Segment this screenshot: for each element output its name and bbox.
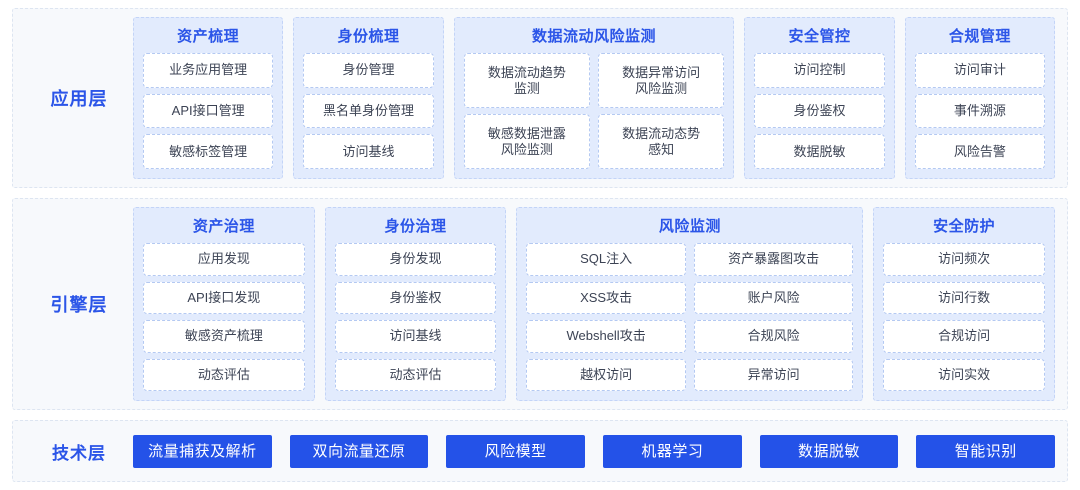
tech-button-intelligent-recognition[interactable]: 智能识别 [916, 434, 1056, 468]
group-identity-governance: 身份治理 身份发现 身份鉴权 访问基线 动态评估 [324, 207, 507, 401]
technology-buttons: 流量捕获及解析 双向流量还原 风险模型 机器学习 数据脱敏 智能识别 [133, 434, 1056, 468]
item-cell[interactable]: 敏感标签管理 [143, 134, 274, 170]
group-identity-sorting: 身份梳理 身份管理 黑名单身份管理 访问基线 [293, 17, 444, 179]
item-cell[interactable]: 访问行数 [883, 281, 1046, 314]
group-items-asset-sorting: 业务应用管理 API接口管理 敏感标签管理 [143, 53, 274, 170]
item-cell[interactable]: 风险告警 [914, 134, 1045, 170]
item-cell[interactable]: 数据流动趋势 监测 [463, 53, 590, 108]
group-title-asset-governance: 资产治理 [192, 218, 255, 235]
item-cell[interactable]: 身份管理 [303, 53, 434, 88]
item-cell[interactable]: 资产暴露图攻击 [693, 243, 854, 276]
item-cell[interactable]: 身份发现 [334, 243, 497, 276]
item-cell[interactable]: 访问控制 [754, 53, 885, 88]
item-column: 数据异常访问 风险监测 数据流动态势 感知 [598, 53, 725, 169]
group-title-risk-monitoring: 风险监测 [658, 218, 721, 235]
group-title-data-flow-risk-monitoring: 数据流动风险监测 [531, 28, 656, 45]
item-cell[interactable]: 账户风险 [693, 281, 854, 314]
group-risk-monitoring: 风险监测 SQL注入 XSS攻击 Webshell攻击 越权访问 资产暴露图攻击… [516, 207, 864, 401]
tech-button-traffic-capture-parse[interactable]: 流量捕获及解析 [133, 434, 272, 468]
item-cell[interactable]: 业务应用管理 [143, 53, 274, 88]
group-title-identity-governance: 身份治理 [384, 218, 447, 235]
item-cell[interactable]: 访问审计 [914, 53, 1045, 88]
group-title-security-control: 安全管控 [788, 28, 851, 45]
item-cell[interactable]: 黑名单身份管理 [303, 93, 434, 129]
engine-layer-groups: 资产治理 应用发现 API接口发现 敏感资产梳理 动态评估 身份治理 身份发现 … [133, 207, 1056, 401]
group-title-compliance-management: 合规管理 [948, 28, 1011, 45]
item-cell[interactable]: API接口发现 [143, 281, 305, 314]
tech-button-data-masking[interactable]: 数据脱敏 [759, 434, 899, 468]
tech-button-machine-learning[interactable]: 机器学习 [603, 434, 742, 468]
group-title-identity-sorting: 身份梳理 [337, 28, 400, 45]
group-items-data-flow-risk-monitoring: 数据流动趋势 监测 敏感数据泄露 风险监测 数据异常访问 风险监测 数据流动态势… [463, 53, 725, 169]
group-security-control: 安全管控 访问控制 身份鉴权 数据脱敏 [744, 17, 895, 179]
item-cell[interactable]: Webshell攻击 [526, 320, 686, 353]
application-layer-groups: 资产梳理 业务应用管理 API接口管理 敏感标签管理 身份梳理 身份管理 黑名单… [133, 17, 1055, 179]
group-items-risk-monitoring: SQL注入 XSS攻击 Webshell攻击 越权访问 资产暴露图攻击 账户风险… [526, 243, 854, 391]
item-cell[interactable]: 动态评估 [143, 358, 305, 391]
item-cell[interactable]: 数据异常访问 风险监测 [598, 53, 725, 108]
item-cell[interactable]: 敏感数据泄露 风险监测 [463, 114, 590, 169]
item-cell[interactable]: 越权访问 [526, 358, 686, 391]
item-cell[interactable]: 访问基线 [303, 134, 434, 170]
item-cell[interactable]: 访问频次 [883, 243, 1046, 276]
group-items-security-protection: 访问频次 访问行数 合规访问 访问实效 [883, 243, 1046, 391]
item-cell[interactable]: SQL注入 [526, 243, 686, 276]
item-cell[interactable]: 合规访问 [883, 320, 1046, 353]
group-asset-governance: 资产治理 应用发现 API接口发现 敏感资产梳理 动态评估 [133, 207, 315, 401]
layer-technology: 技术层 流量捕获及解析 双向流量还原 风险模型 机器学习 数据脱敏 智能识别 [12, 420, 1068, 482]
item-cell[interactable]: 动态评估 [334, 358, 497, 391]
layer-label-application: 应用层 [50, 89, 108, 109]
item-column: SQL注入 XSS攻击 Webshell攻击 越权访问 [526, 243, 686, 391]
item-column: 数据流动趋势 监测 敏感数据泄露 风险监测 [463, 53, 590, 169]
layer-label-engine: 引擎层 [50, 295, 108, 315]
group-items-compliance-management: 访问审计 事件溯源 风险告警 [914, 53, 1045, 170]
item-cell[interactable]: 访问基线 [334, 320, 497, 353]
item-cell[interactable]: 数据脱敏 [754, 134, 885, 170]
group-items-asset-governance: 应用发现 API接口发现 敏感资产梳理 动态评估 [143, 243, 305, 391]
item-cell[interactable]: 事件溯源 [914, 93, 1045, 129]
group-items-security-control: 访问控制 身份鉴权 数据脱敏 [754, 53, 885, 170]
group-items-identity-governance: 身份发现 身份鉴权 访问基线 动态评估 [334, 243, 497, 391]
item-cell[interactable]: API接口管理 [143, 93, 274, 129]
tech-button-bidirectional-traffic-restore[interactable]: 双向流量还原 [289, 434, 429, 468]
item-cell[interactable]: 应用发现 [143, 243, 305, 276]
group-title-asset-sorting: 资产梳理 [177, 28, 240, 45]
group-compliance-management: 合规管理 访问审计 事件溯源 风险告警 [904, 17, 1055, 179]
item-cell[interactable]: 身份鉴权 [334, 281, 497, 314]
group-items-identity-sorting: 身份管理 黑名单身份管理 访问基线 [303, 53, 434, 170]
group-asset-sorting: 资产梳理 业务应用管理 API接口管理 敏感标签管理 [133, 17, 284, 179]
item-column: 资产暴露图攻击 账户风险 合规风险 异常访问 [693, 243, 854, 391]
layer-application: 应用层 资产梳理 业务应用管理 API接口管理 敏感标签管理 身份梳理 身份管理… [12, 8, 1068, 188]
item-cell[interactable]: 敏感资产梳理 [143, 320, 305, 353]
item-cell[interactable]: 访问实效 [883, 358, 1046, 391]
group-data-flow-risk-monitoring: 数据流动风险监测 数据流动趋势 监测 敏感数据泄露 风险监测 数据异常访问 风险… [453, 17, 735, 179]
item-cell[interactable]: 合规风险 [693, 320, 854, 353]
layer-label-technology: 技术层 [52, 443, 106, 463]
group-title-security-protection: 安全防护 [933, 218, 996, 235]
group-security-protection: 安全防护 访问频次 访问行数 合规访问 访问实效 [873, 207, 1056, 401]
item-cell[interactable]: 异常访问 [693, 358, 854, 391]
item-cell[interactable]: 数据流动态势 感知 [598, 114, 725, 169]
item-cell[interactable]: XSS攻击 [526, 281, 686, 314]
tech-button-risk-model[interactable]: 风险模型 [446, 434, 586, 468]
item-cell[interactable]: 身份鉴权 [754, 93, 885, 129]
layer-engine: 引擎层 资产治理 应用发现 API接口发现 敏感资产梳理 动态评估 身份治理 身… [12, 198, 1068, 410]
